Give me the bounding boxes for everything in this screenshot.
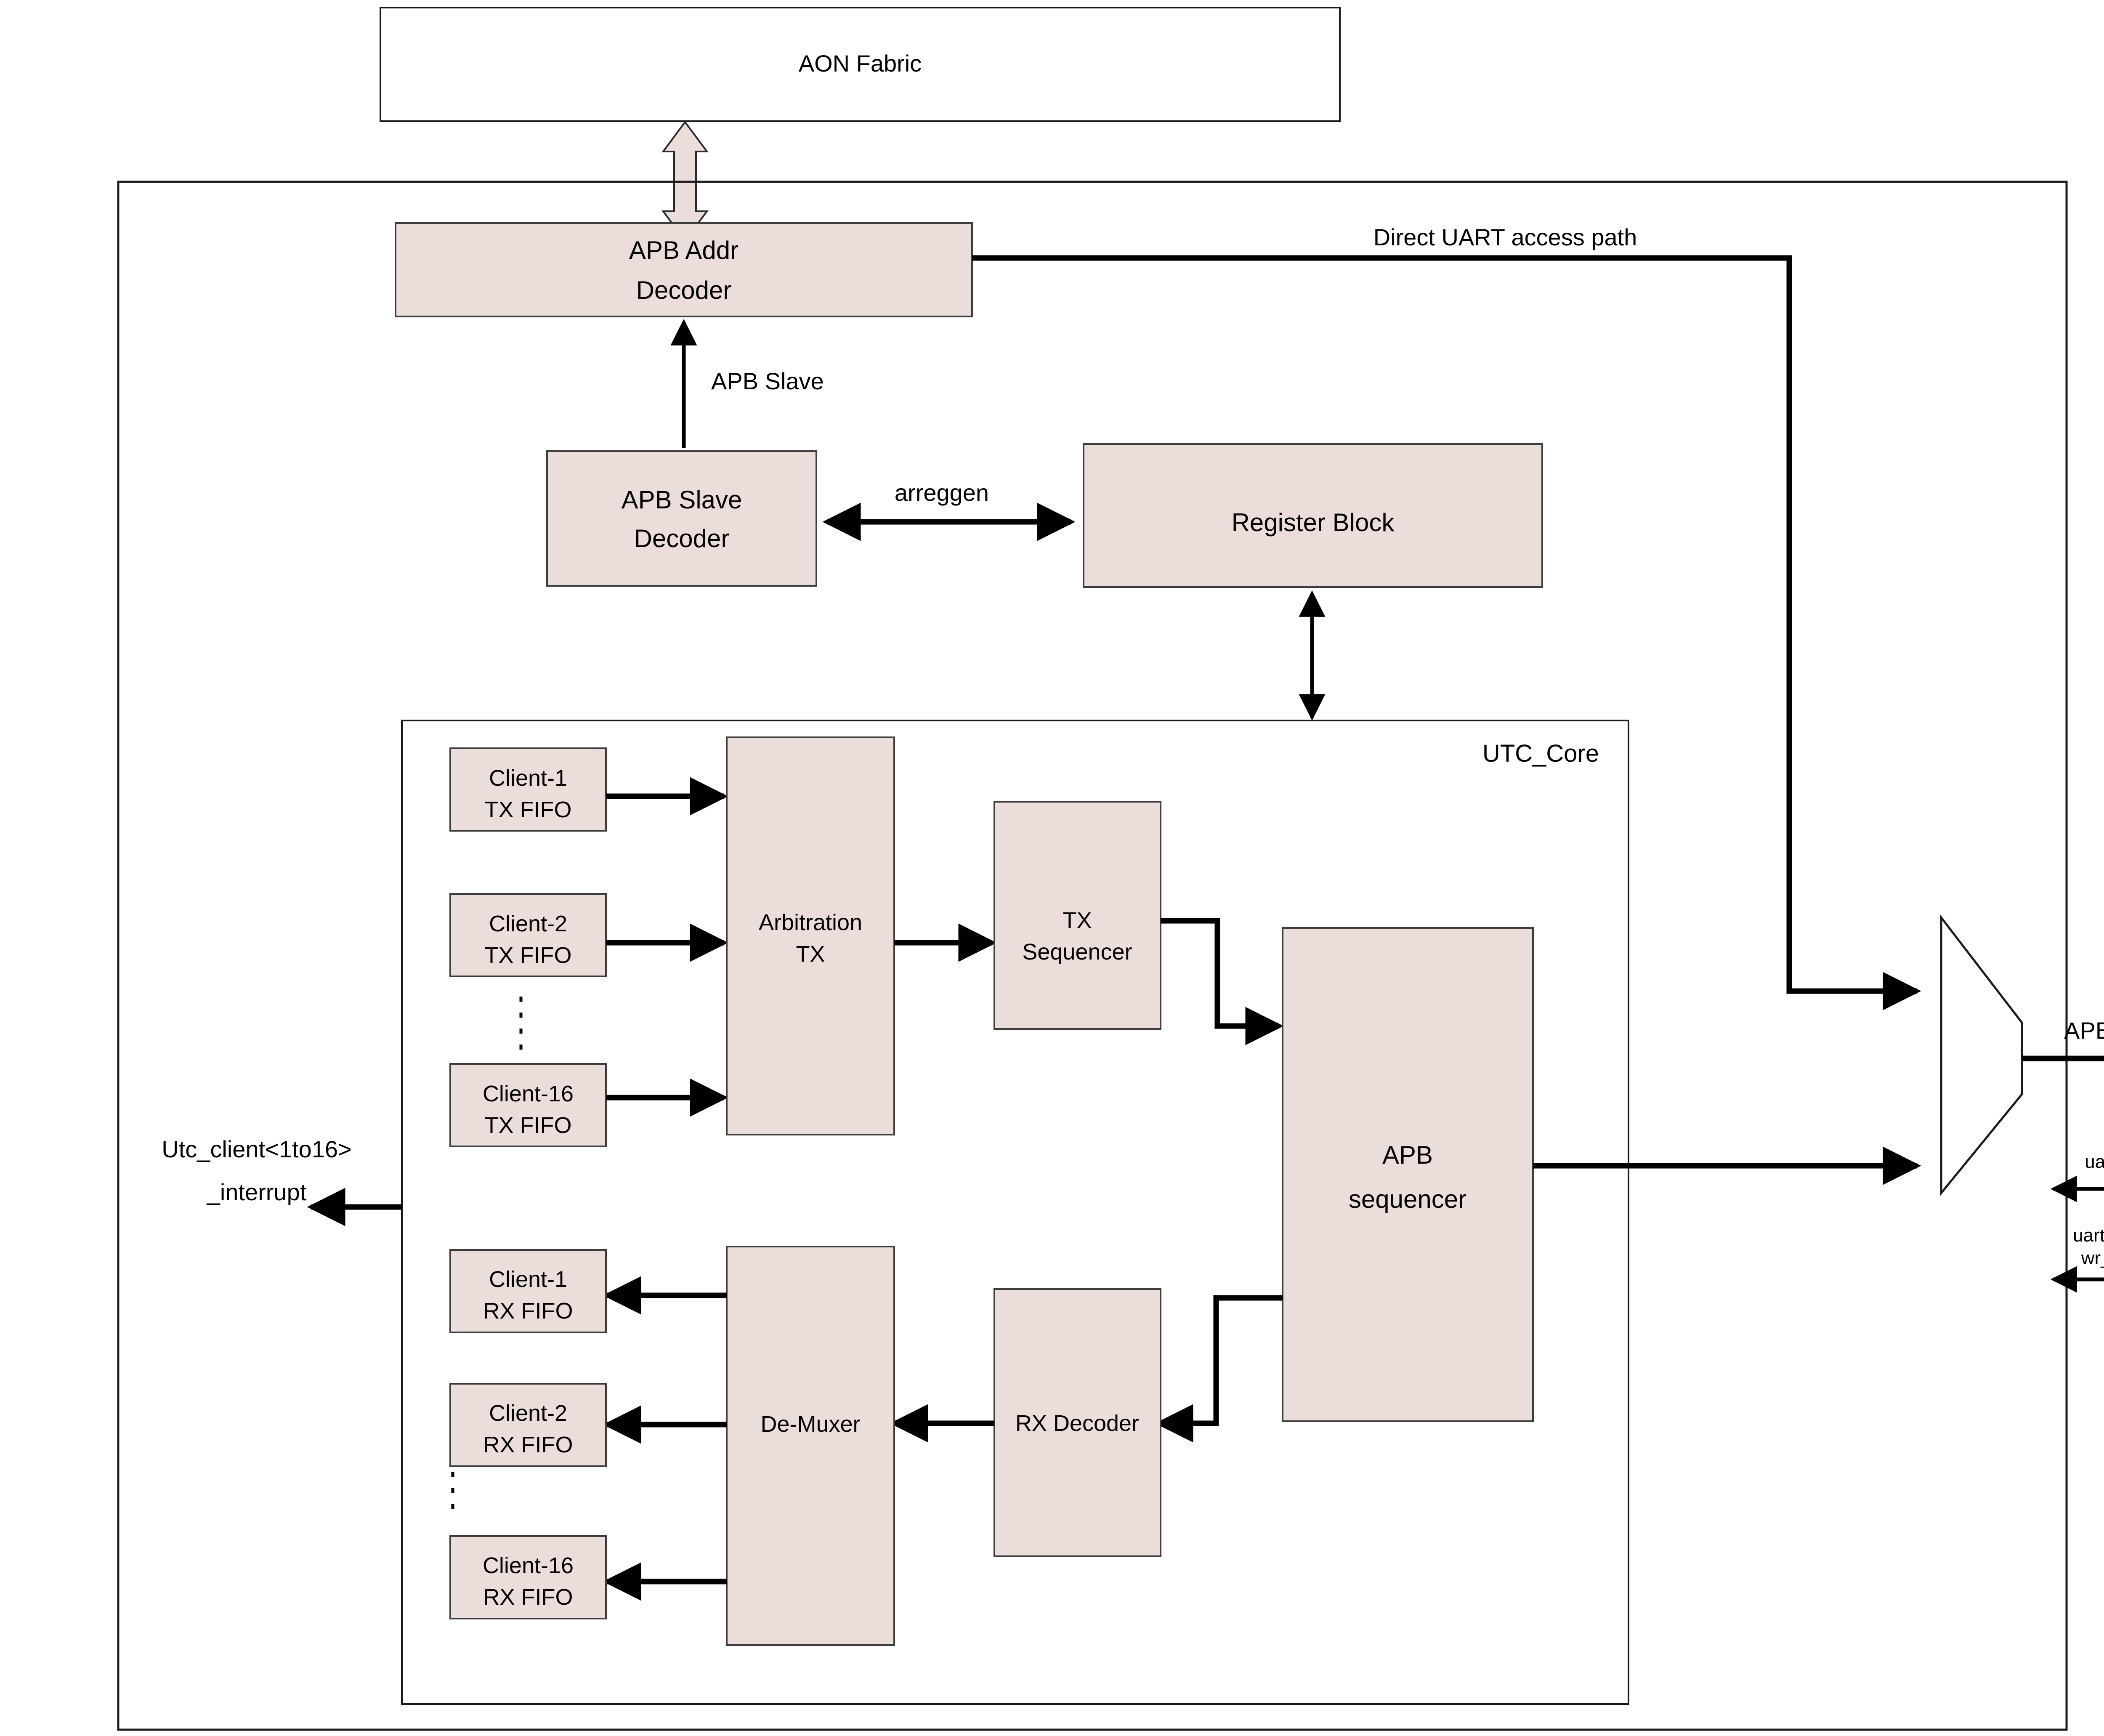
register-block [1083,443,1543,588]
utc-outer-container [117,181,2068,1731]
apb-mux [1940,914,2023,1196]
utc-core-title: UTC_Core [1482,740,1599,767]
arbitration-tx-label-1: Arbitration [759,910,862,935]
client-16-rx-fifo-label-1: Client-16 [483,1553,574,1578]
rx-decoder-block [994,1288,1161,1557]
apb-sequencer-block [1282,927,1534,1422]
apb-slave-label: APB Slave [711,368,824,394]
apb-addr-decoder-label-1: APB Addr [629,236,739,264]
tx-sequencer-block [994,801,1161,1030]
rx-decoder-label: RX Decoder [1015,1411,1139,1436]
tx-sequencer-to-apb-sequencer-wire [1161,918,1284,1045]
apb-slave-decoder-label-1: APB Slave [622,486,742,514]
client-2-rx-fifo-label-1: Client-2 [489,1401,567,1426]
client-2-rx-fifo-block [449,1383,607,1467]
uart-txfifo-wr-count-label-2: wr_count [2081,1248,2104,1268]
de-muxer-block [726,1246,895,1646]
client-2-tx-fifo-block [449,893,607,977]
apb-sequencer-to-rx-decoder-wire [1155,1295,1283,1443]
utc-core-container [401,720,1629,1705]
arbitration-tx-block [726,736,895,1135]
de-muxer-label: De-Muxer [760,1412,860,1437]
client-16-rx-fifo-label-2: RX FIFO [483,1584,573,1610]
register-block-label: Register Block [1232,508,1395,537]
tx-sequencer-label-2: Sequencer [1022,939,1132,965]
arbitration-tx-label-2: TX [796,941,825,967]
apb-slave-decoder-label-2: Decoder [634,524,730,553]
client-1-rx-fifo-label-1: Client-1 [489,1267,567,1292]
client-2-rx-fifo-label-2: RX FIFO [483,1432,573,1457]
apb-slave-decoder-block [546,450,817,587]
arreggen-label: arreggen [895,479,989,506]
aon-fabric-block [380,7,1341,122]
apb-sequencer-label-1: APB [1382,1141,1433,1169]
uart-txfifo-wr-count-label-1: uart_txfifo_ [2073,1225,2104,1246]
client-1-rx-fifo-label-2: RX FIFO [483,1298,573,1324]
utc-client-interrupt-label-1: Utc_client<1to16> [162,1136,351,1162]
client-1-tx-fifo-block [449,747,607,832]
direct-uart-access-path-label: Direct UART access path [1373,224,1637,250]
client-1-tx-fifo-label-1: Client-1 [489,766,567,791]
apb-addr-decoder-label-2: Decoder [636,276,732,304]
client-16-rx-fifo-block [449,1535,607,1619]
tx-sequencer-label-1: TX [1063,908,1092,933]
client-1-rx-fifo-block [449,1249,607,1333]
client-16-tx-fifo-label-1: Client-16 [483,1081,574,1106]
aon-fabric-label: AON Fabric [799,50,922,77]
client-2-tx-fifo-label-1: Client-2 [489,911,567,936]
utc-client-interrupt-label-2: _interrupt [207,1179,307,1205]
client-16-tx-fifo-block [449,1063,607,1147]
uart-intr-label: uart_intr [2085,1151,2104,1172]
direct-uart-access-path-wire [972,255,1921,1010]
client-2-tx-fifo-label-2: TX FIFO [485,943,572,968]
apb-slave-out-label: APB Slave [2064,1017,2104,1044]
client-1-tx-fifo-label-2: TX FIFO [485,797,572,822]
apb-sequencer-label-2: sequencer [1349,1185,1466,1213]
client-16-tx-fifo-label-2: TX FIFO [485,1113,572,1138]
apb-addr-decoder-block [395,222,973,317]
